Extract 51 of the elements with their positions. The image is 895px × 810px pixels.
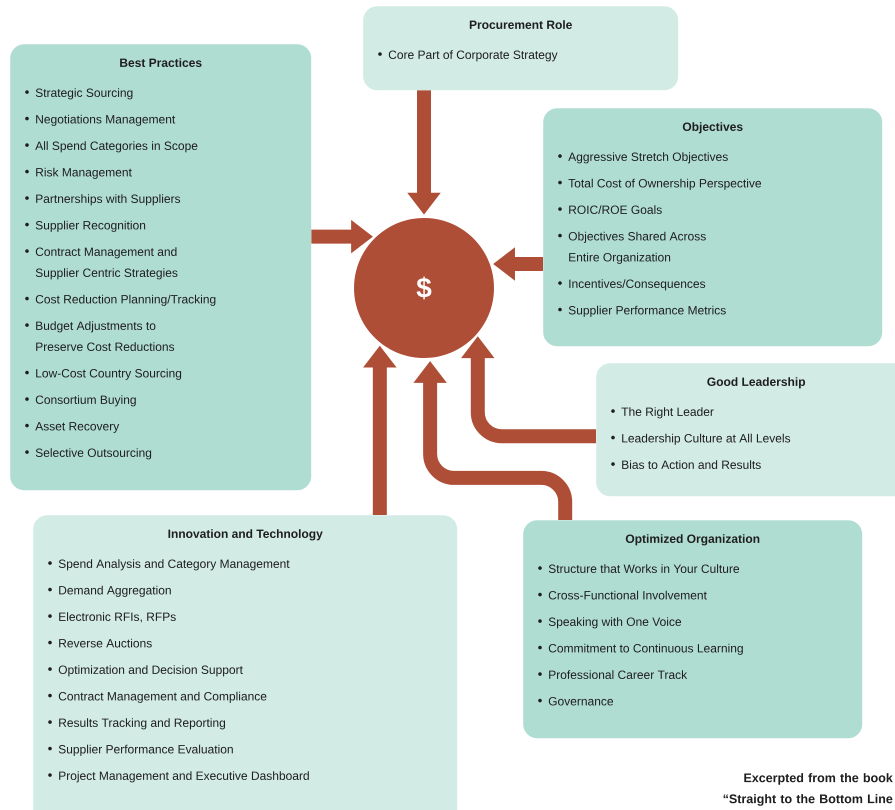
bullet-item: Demand Aggregation <box>48 586 171 597</box>
bullet-item: Cross-Functional Involvement <box>538 590 707 600</box>
bullet-item: Contract Management and Compliance <box>48 692 266 703</box>
card <box>596 363 895 496</box>
bullet-item: Professional Career Track <box>538 670 688 679</box>
bullet-item: Low-Cost Country Sourcing <box>25 368 182 380</box>
bullet-item: Cost Reduction Planning/Tracking <box>25 294 216 306</box>
bullet-item: Negotiations Management <box>25 114 176 126</box>
bullet-item: Leadership Culture at All Levels <box>611 434 790 445</box>
card <box>33 515 458 810</box>
card <box>10 44 312 490</box>
card-heading: Good Leadership <box>707 377 806 388</box>
card-heading: Innovation and Technology <box>168 529 323 540</box>
card-heading: Objectives <box>682 122 743 134</box>
bullet-item: Total Cost of Ownership Perspective <box>558 178 762 190</box>
bullet-item: Spend Analysis and Category Management <box>48 559 290 570</box>
bullet-item: Supplier Performance Evaluation <box>48 744 233 756</box>
bullet-item: Strategic Sourcing <box>25 88 132 100</box>
card-heading: Procurement Role <box>470 20 572 29</box>
bullet-item: Supplier Recognition <box>25 220 146 232</box>
bullet-item: Aggressive Stretch Objectives <box>558 152 728 164</box>
bullet-item: Core Part of Corporate Strategy <box>378 50 558 62</box>
bullet-item: Risk Management <box>25 168 132 179</box>
bullet-item: Results Tracking and Reporting <box>48 718 226 730</box>
bullet-item: Electronic RFIs, RFPs <box>48 612 176 622</box>
card <box>523 520 862 738</box>
card-heading: Optimized Organization <box>626 534 760 546</box>
bullet-item: Bias to Action and Results <box>611 460 761 469</box>
bullet-item: Project Management and Executive Dashboard <box>48 771 309 782</box>
card <box>363 6 678 90</box>
bullet-item: Optimization and Decision Support <box>48 665 243 676</box>
source-note: Excerpted from the book “Straight to the Bottom Line <box>724 773 893 806</box>
card-heading: Best Practices <box>120 58 202 67</box>
bullet-item: Partnerships with Suppliers <box>25 194 180 206</box>
bullet-item: Selective Outsourcing <box>25 448 152 460</box>
bullet-item: Objectives Shared Across Entire Organization <box>558 232 706 264</box>
bullet-item: All Spend Categories in Scope <box>25 141 198 152</box>
bullet-item: Contract Management and Supplier Centric Strategies <box>25 247 178 280</box>
bullet-item: Asset Recovery <box>25 422 120 433</box>
bullet-item: Consortium Buying <box>25 395 136 406</box>
bullet-item: Incentives/Consequences <box>558 279 706 290</box>
bullet-item: Speaking with One Voice <box>538 617 682 628</box>
bullet-item: Budget Adjustments to Preserve Cost Reductions <box>25 321 174 351</box>
bullet-item: Structure that Works in Your Culture <box>538 564 740 573</box>
bullet-item: Governance <box>538 697 614 706</box>
bullet-item: The Right Leader <box>611 407 714 418</box>
bullet-item: Supplier Performance Metrics <box>558 306 726 317</box>
card <box>543 108 882 346</box>
bullet-item: Reverse Auctions <box>48 638 152 648</box>
bullet-item: Commitment to Continuous Learning <box>538 644 743 655</box>
bullet-item: ROIC/ROE Goals <box>558 205 662 214</box>
